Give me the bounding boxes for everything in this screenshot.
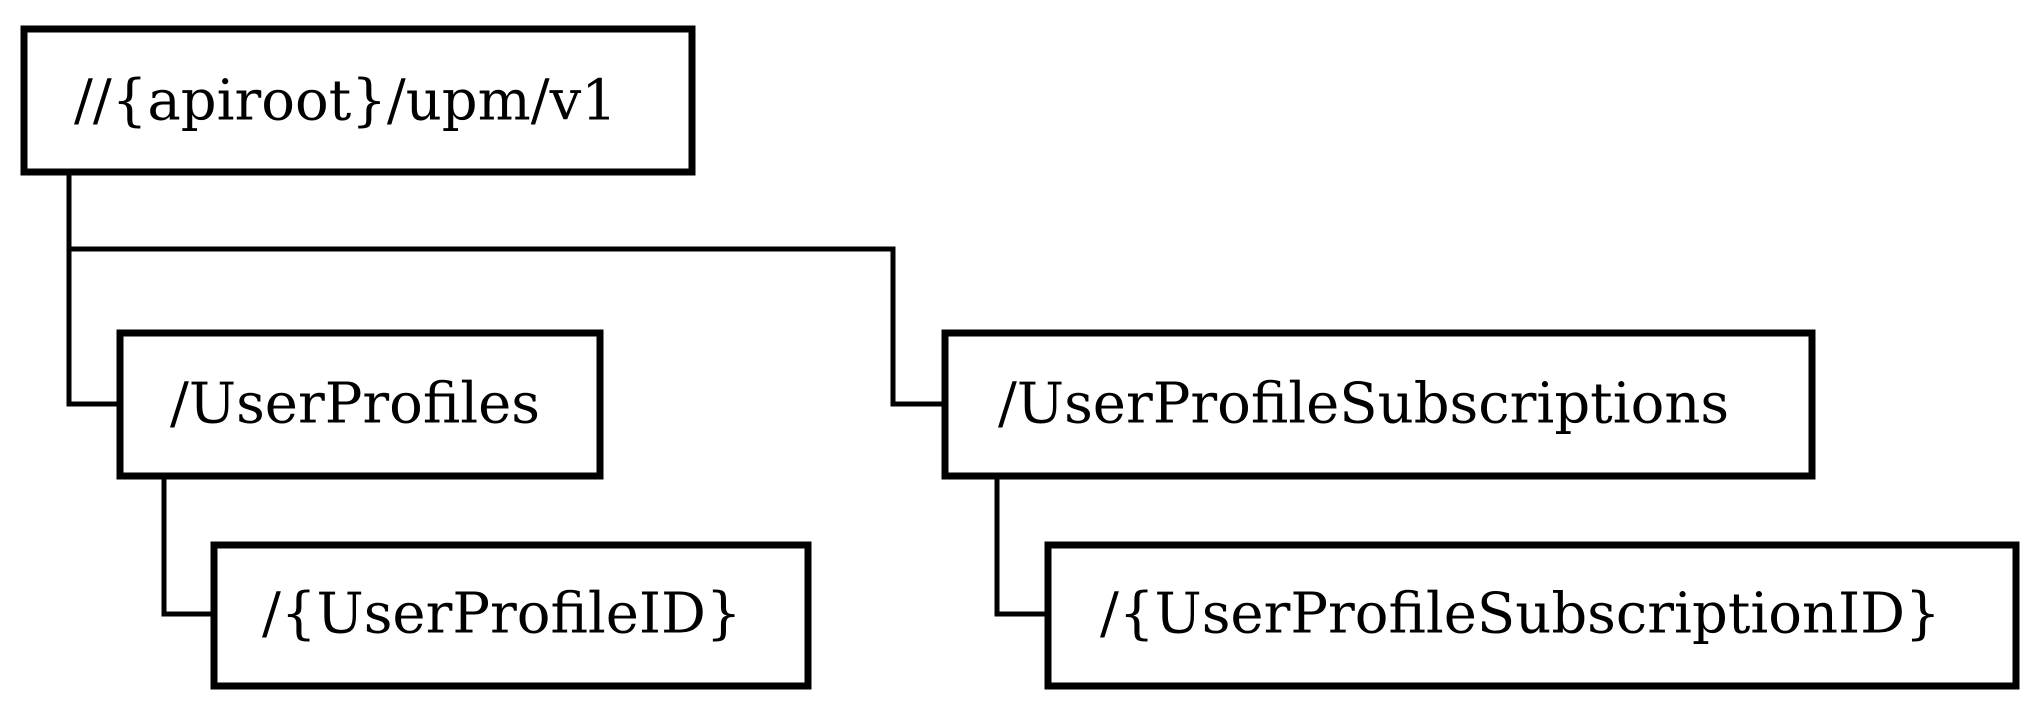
node-user-profiles: /UserProfiles <box>116 329 604 480</box>
edge-user-profiles-to-user-profile-id <box>161 476 214 617</box>
node-user-profile-subscriptions-box <box>941 329 1816 480</box>
node-user-profiles-label: /UserProfiles <box>170 372 540 437</box>
node-user-profile-subscriptions-label: /UserProfileSubscriptions <box>998 372 1729 437</box>
node-root-label: //{apiroot}/upm/v1 <box>74 69 617 134</box>
node-user-profile-subscription-id-box <box>1044 541 2020 690</box>
edge-root-to-user-profile-subscriptions <box>69 246 945 407</box>
node-user-profile-subscription-id: /{UserProfileSubscriptionID} <box>1044 541 2020 690</box>
edge-user-profile-subscriptions-to-user-profile-subscription-id <box>994 476 1048 617</box>
connectors <box>66 172 1048 617</box>
node-user-profile-subscription-id-label: /{UserProfileSubscriptionID} <box>1100 582 1941 647</box>
edge-root-to-user-profiles <box>66 172 120 407</box>
node-user-profile-id: /{UserProfileID} <box>210 541 812 690</box>
node-user-profile-id-box <box>210 541 812 690</box>
node-user-profile-id-label: /{UserProfileID} <box>262 582 742 647</box>
node-user-profile-subscriptions: /UserProfileSubscriptions <box>941 329 1816 480</box>
node-root: //{apiroot}/upm/v1 <box>20 25 696 176</box>
node-root-box <box>20 25 696 176</box>
node-user-profiles-box <box>116 329 604 480</box>
